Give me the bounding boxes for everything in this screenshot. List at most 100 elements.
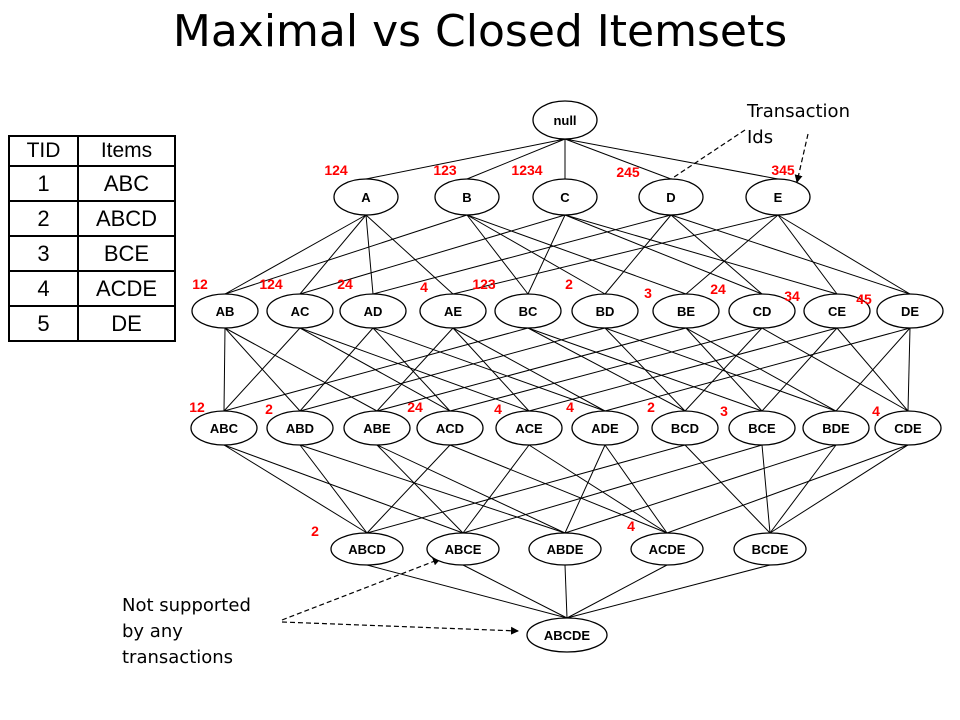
lattice-edge [462, 444, 763, 534]
lattice-edge [528, 327, 838, 412]
arrow-line [281, 557, 441, 621]
tid-list-label: 12 [189, 399, 205, 415]
node-ellipse [333, 178, 399, 216]
tid-list-label: 2 [311, 523, 319, 539]
node-label: ACD [436, 421, 464, 436]
tid-list-label: 4 [627, 518, 635, 534]
table-header-row: TID Items [8, 135, 176, 167]
node-ellipse [266, 410, 334, 446]
lattice-edge [466, 214, 687, 295]
node-label: AB [216, 304, 235, 319]
tid-list-label: 4 [420, 279, 428, 295]
lattice-edge [365, 138, 566, 180]
node-label: BC [519, 304, 538, 319]
lattice-edge [564, 214, 838, 295]
itemset-node-bcde: BCDE [733, 532, 807, 566]
lattice-edge [462, 444, 530, 534]
transaction-ids-label: Transaction Ids [747, 101, 850, 148]
itemset-node-de: DE 45 [856, 291, 944, 329]
lattice-edge [761, 327, 909, 412]
node-label: ABDE [547, 542, 584, 557]
lattice-edge [366, 444, 451, 534]
node-ellipse [526, 617, 608, 653]
tid-cell: 5 [8, 305, 79, 342]
lattice-edge [564, 564, 568, 619]
node-label: AD [364, 304, 383, 319]
lattice-edge [564, 138, 779, 180]
tid-list-label: 45 [856, 291, 872, 307]
lattice-edge [376, 327, 687, 412]
itemset-node-be: BE3 [644, 285, 720, 329]
table-row: 3 BCE [8, 235, 176, 272]
lattice-edge [670, 214, 911, 295]
node-label: CDE [894, 421, 922, 436]
node-ellipse [571, 293, 639, 329]
node-ellipse [652, 293, 720, 329]
node-label: BD [596, 304, 615, 319]
node-label: ACE [515, 421, 543, 436]
lattice-edge [223, 327, 226, 412]
node-ellipse [876, 293, 944, 329]
itemset-node-null: null [532, 100, 598, 140]
lattice-nodes: nullA124B123C1234D245E345AB12AC124AD24AE… [189, 100, 944, 653]
node-label: C [560, 190, 570, 205]
node-label: ABD [286, 421, 314, 436]
slide-title: Maximal vs Closed Itemsets [172, 6, 788, 57]
node-ellipse [728, 293, 796, 329]
tid-list-label: 345 [771, 162, 795, 178]
tid-cell: 4 [8, 270, 79, 307]
node-label: BDE [822, 421, 850, 436]
lattice-edge [299, 327, 374, 412]
lattice-edge [449, 444, 668, 534]
node-label: DE [901, 304, 919, 319]
tid-cell: 2 [8, 200, 79, 237]
node-ellipse [745, 178, 811, 216]
lattice-edge [376, 327, 454, 412]
lattice-edge [299, 444, 368, 534]
node-ellipse [419, 293, 487, 329]
lattice-edge [452, 214, 779, 295]
callout-arrows [281, 129, 809, 635]
lattice-edge [365, 214, 374, 295]
lattice-edge [224, 214, 367, 295]
node-label: A [361, 190, 371, 205]
lattice-edge [528, 444, 668, 534]
lattice-edge [366, 564, 568, 619]
node-ellipse [434, 178, 500, 216]
node-ellipse [416, 410, 484, 446]
node-label: ACDE [649, 542, 686, 557]
lattice-edge [365, 214, 454, 295]
lattice-edge [604, 327, 837, 412]
tid-cell: 1 [8, 165, 79, 202]
itemset-node-abde: ABDE [528, 532, 602, 566]
lattice-edge [907, 327, 911, 412]
tid-cell: 3 [8, 235, 79, 272]
table-row: 1 ABC [8, 165, 176, 202]
itemset-node-abce: ABCE [426, 532, 500, 566]
lattice-edge [684, 327, 763, 412]
node-label: B [462, 190, 471, 205]
lattice-edge [566, 564, 771, 619]
tid-list-label: 4 [494, 401, 502, 417]
items-cell: BCE [77, 235, 176, 272]
lattice-edge [223, 444, 464, 534]
lattice-edge [685, 214, 779, 295]
tid-list-label: 2 [265, 401, 273, 417]
lattice-edge [372, 214, 672, 295]
node-ellipse [266, 293, 334, 329]
lattice-edge [299, 327, 606, 412]
tid-list-label: 34 [784, 288, 800, 304]
lattice-edge [527, 214, 566, 295]
tid-list-label: 24 [337, 276, 353, 292]
node-label: null [553, 113, 576, 128]
lattice-edge [666, 444, 909, 534]
lattice-edge [564, 138, 672, 180]
lattice-edge [566, 564, 668, 619]
lattice-edge [372, 327, 451, 412]
